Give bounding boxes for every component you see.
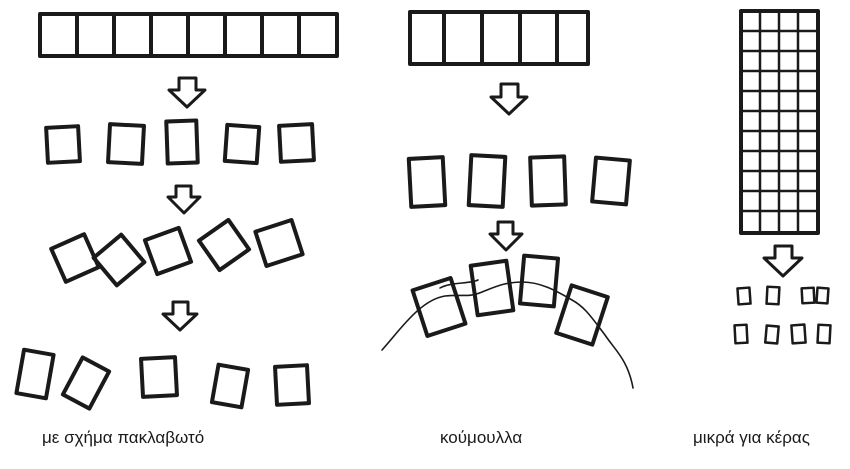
left-pieces-row-2 bbox=[14, 347, 311, 411]
right-arrow bbox=[762, 244, 804, 278]
caption-left: με σχήμα πακλαβωτό bbox=[42, 428, 205, 447]
left-strip bbox=[38, 12, 339, 58]
caption-middle: κούμουλλα bbox=[440, 428, 523, 447]
left-arrow-2 bbox=[166, 184, 202, 215]
middle-string bbox=[381, 279, 634, 389]
middle-tied-pieces bbox=[410, 253, 610, 347]
middle-arrow-2 bbox=[488, 220, 524, 252]
middle-strip bbox=[408, 10, 590, 66]
caption-right: μικρά για κέρας bbox=[693, 428, 810, 447]
right-small-pieces bbox=[733, 285, 832, 345]
middle-pieces bbox=[406, 153, 632, 209]
right-grid-sheet bbox=[739, 9, 820, 235]
left-zigzag-chain bbox=[49, 217, 305, 288]
left-arrow-1 bbox=[167, 76, 207, 109]
left-arrow-3 bbox=[161, 300, 199, 332]
middle-arrow-1 bbox=[489, 82, 529, 116]
left-pieces-row-1 bbox=[44, 118, 316, 166]
